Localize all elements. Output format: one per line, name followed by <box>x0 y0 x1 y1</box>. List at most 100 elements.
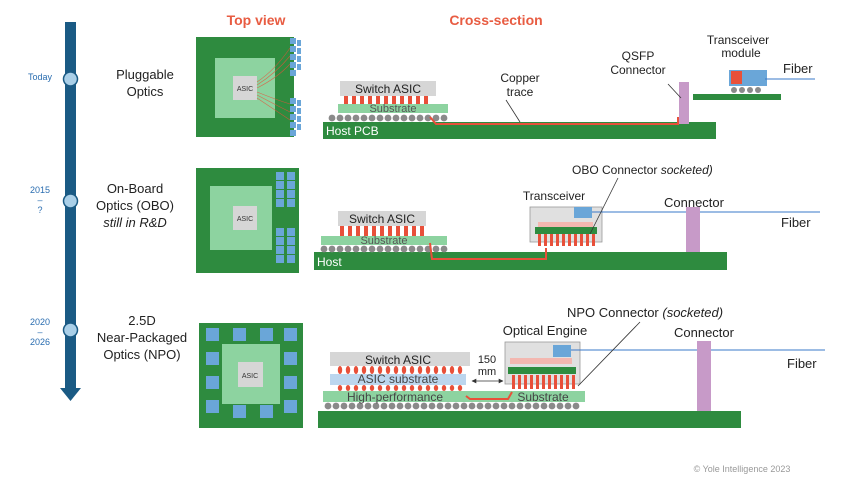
micro-bump <box>568 234 571 246</box>
optical-engine-board <box>508 367 576 374</box>
solder-ball <box>336 114 344 122</box>
solder-ball <box>352 245 360 253</box>
solder-ball <box>328 245 336 253</box>
micro-bump <box>433 366 439 374</box>
pad <box>297 64 301 70</box>
timeline-dot-today <box>62 71 79 87</box>
micro-bump <box>457 385 463 391</box>
timeline-arrowhead <box>60 388 81 401</box>
micro-bump <box>352 96 356 104</box>
solder-ball <box>412 402 420 410</box>
optical-engine-chip <box>553 345 571 357</box>
top-view-asic-label: ASIC <box>237 216 253 223</box>
solder-ball <box>352 114 360 122</box>
host-pcb <box>323 122 716 139</box>
obo-connector-italic: socketed) <box>661 163 713 177</box>
solder-ball <box>324 402 332 410</box>
micro-bump <box>361 385 367 391</box>
solder-ball <box>344 114 352 122</box>
micro-bump <box>393 385 399 391</box>
header-cross-section: Cross-section <box>449 12 542 28</box>
micro-bump <box>425 366 431 374</box>
micro-bump <box>372 226 376 236</box>
micro-bump <box>566 375 569 389</box>
pad <box>260 328 273 341</box>
pad <box>290 46 296 52</box>
micro-bump <box>409 385 415 391</box>
solder-ball <box>564 402 572 410</box>
solder-ball <box>372 402 380 410</box>
micro-bump <box>425 385 431 391</box>
top-view-pluggable: ASIC <box>196 37 301 137</box>
micro-bump <box>408 96 412 104</box>
substrate <box>321 236 447 245</box>
micro-bump <box>364 226 368 236</box>
pad <box>290 130 296 136</box>
solder-ball <box>556 402 564 410</box>
micro-bump <box>536 375 539 389</box>
solder-ball <box>739 87 745 93</box>
micro-bump <box>449 366 455 374</box>
solder-ball <box>468 402 476 410</box>
pad <box>297 116 301 122</box>
pad <box>297 124 301 130</box>
substrate <box>338 104 448 113</box>
micro-bump <box>542 375 545 389</box>
timeline-label-2020: 2020 <box>30 317 50 327</box>
micro-bump <box>420 226 424 236</box>
solder-ball <box>432 114 440 122</box>
micro-bump <box>586 234 589 246</box>
solder-ball <box>392 114 400 122</box>
solder-ball <box>348 402 356 410</box>
micro-bump <box>369 366 375 374</box>
micro-bump <box>377 385 383 391</box>
pad <box>233 405 246 418</box>
solder-ball <box>440 114 448 122</box>
cross-section-pluggable: Host PCB Substrate Switch ASIC Copper tr… <box>323 33 815 139</box>
micro-bump <box>401 366 407 374</box>
micro-bump <box>385 385 391 391</box>
solder-ball <box>416 245 424 253</box>
solder-ball <box>392 245 400 253</box>
pad <box>284 376 297 389</box>
pad <box>276 172 284 180</box>
micro-bump <box>356 226 360 236</box>
micro-bump <box>392 96 396 104</box>
solder-ball <box>428 402 436 410</box>
solder-ball <box>336 245 344 253</box>
switch-asic-label: Switch ASIC <box>355 82 421 96</box>
pad <box>206 376 219 389</box>
host-pcb-label: Host PCB <box>326 124 379 138</box>
row-label-obo: On-Board Optics (OBO) still in R&D <box>96 181 174 230</box>
pad <box>290 106 296 112</box>
solder-ball <box>420 402 428 410</box>
solder-ball <box>731 87 737 93</box>
solder-ball <box>384 245 392 253</box>
solder-ball <box>404 402 412 410</box>
cross-section-npo: High-performance Substrate ASIC substrat… <box>318 305 825 428</box>
top-view-asic-label: ASIC <box>242 373 258 380</box>
timeline-dot-npo <box>62 322 79 338</box>
pad <box>290 62 296 68</box>
solder-ball <box>384 114 392 122</box>
micro-bump <box>345 366 351 374</box>
solder-ball <box>320 245 328 253</box>
pad <box>284 328 297 341</box>
solder-ball <box>368 114 376 122</box>
solder-ball <box>516 402 524 410</box>
npo-connector-italic: (socketed) <box>662 305 723 320</box>
micro-bump <box>417 385 423 391</box>
timeline-label-today: Today <box>28 72 53 82</box>
micro-bump <box>512 375 515 389</box>
pad <box>284 352 297 365</box>
row-label-italic: still in R&D <box>103 215 167 230</box>
npo-connector-label: NPO Connector (socketed) <box>567 305 723 320</box>
micro-bump <box>376 96 380 104</box>
row-label-line: Optics <box>127 84 164 99</box>
spacing-label: 150 <box>478 354 496 366</box>
pad <box>290 122 296 128</box>
solder-ball <box>484 402 492 410</box>
micro-bump <box>417 366 423 374</box>
obo-connector-text: OBO Connector <box>572 163 661 177</box>
row-label-line: Optics (NPO) <box>103 347 180 362</box>
